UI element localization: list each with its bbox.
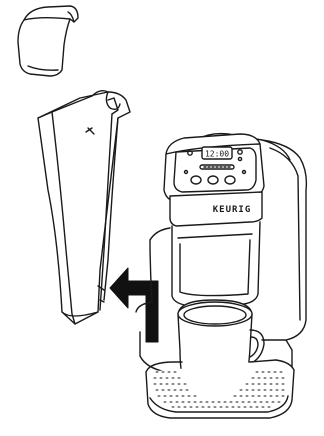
reservoir-lid-icon	[18, 6, 78, 76]
time-display-text: 12:00	[205, 150, 229, 159]
drip-tray-icon	[146, 360, 294, 418]
brand-logo: KEURIG	[213, 205, 252, 215]
